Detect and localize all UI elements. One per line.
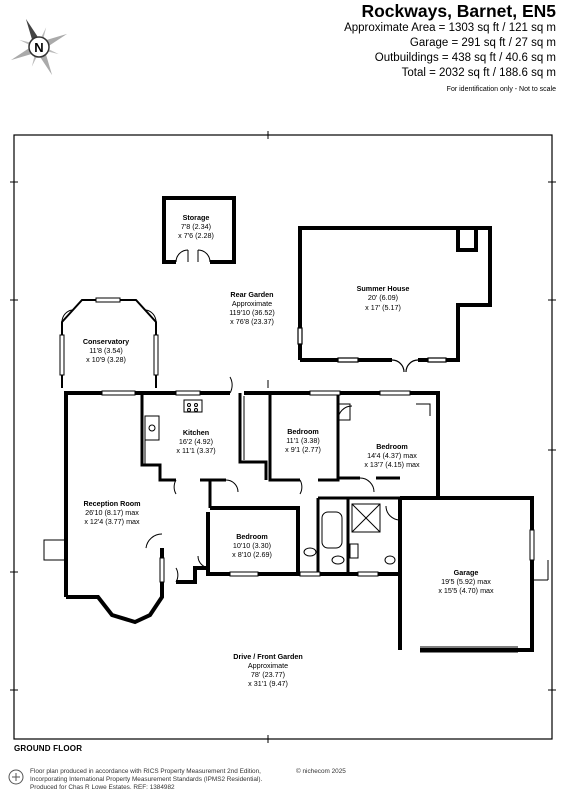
storage-building <box>162 196 236 264</box>
footer-line-1: Floor plan produced in accordance with R… <box>30 768 261 775</box>
svg-text:119'10 (36.52): 119'10 (36.52) <box>229 308 275 317</box>
svg-text:7'8 (2.34): 7'8 (2.34) <box>181 222 211 231</box>
svg-text:x 13'7 (4.15) max: x 13'7 (4.15) max <box>364 460 420 469</box>
rics-logo-icon <box>8 769 24 785</box>
footer-line-2: Incorporating International Property Mea… <box>30 776 263 783</box>
svg-text:11'1 (3.38): 11'1 (3.38) <box>286 436 320 445</box>
reception-room-label: Reception Room <box>83 499 140 508</box>
svg-text:x 15'5 (4.70) max: x 15'5 (4.70) max <box>438 586 494 595</box>
svg-text:11'8 (3.54): 11'8 (3.54) <box>89 346 123 355</box>
bedroom-1-label: Bedroom <box>287 427 319 436</box>
svg-text:14'4 (4.37) max: 14'4 (4.37) max <box>367 451 417 460</box>
interior-walls <box>140 393 400 574</box>
garage-label: Garage <box>454 568 479 577</box>
svg-text:Approximate: Approximate <box>248 661 288 670</box>
compass-letter: N <box>34 40 43 55</box>
conservatory-label: Conservatory <box>83 337 129 346</box>
property-title: Rockways, Barnet, EN5 <box>361 1 556 21</box>
plot-boundary <box>13 134 553 740</box>
svg-text:16'2 (4.92): 16'2 (4.92) <box>179 437 213 446</box>
area-approx: Approximate Area = 1303 sq ft / 121 sq m <box>344 22 556 34</box>
floor-label: GROUND FLOOR <box>14 744 83 753</box>
svg-text:x 76'8 (23.37): x 76'8 (23.37) <box>230 317 274 326</box>
svg-text:x 9'1 (2.77): x 9'1 (2.77) <box>285 445 321 454</box>
svg-text:26'10 (8.17) max: 26'10 (8.17) max <box>85 508 139 517</box>
summer-house-label: Summer House <box>357 284 410 293</box>
svg-text:x 8'10 (2.69): x 8'10 (2.69) <box>232 550 272 559</box>
area-outbuildings: Outbuildings = 438 sq ft / 40.6 sq m <box>374 52 556 64</box>
footer-copyright: © nichecom 2025 <box>296 768 346 775</box>
kitchen-label: Kitchen <box>183 428 209 437</box>
header-block: Rockways, Barnet, EN5 Approximate Area =… <box>344 0 556 95</box>
svg-text:10'10 (3.30): 10'10 (3.30) <box>233 541 271 550</box>
area-total: Total = 2032 sq ft / 188.6 sq m <box>401 67 556 79</box>
svg-text:x 11'1 (3.37): x 11'1 (3.37) <box>176 446 215 455</box>
footer-notes: Floor plan produced in accordance with R… <box>30 768 262 792</box>
compass-icon: N <box>10 18 68 76</box>
area-garage: Garage = 291 sq ft / 27 sq m <box>409 37 556 49</box>
bedroom-3-label: Bedroom <box>236 532 268 541</box>
svg-text:x 7'6 (2.28): x 7'6 (2.28) <box>178 231 214 240</box>
svg-text:x 17' (5.17): x 17' (5.17) <box>365 303 401 312</box>
svg-text:x 31'1 (9.47): x 31'1 (9.47) <box>248 679 288 688</box>
svg-text:78' (23.77): 78' (23.77) <box>251 670 285 679</box>
svg-text:x 10'9 (3.28): x 10'9 (3.28) <box>86 355 126 364</box>
svg-text:19'5 (5.92) max: 19'5 (5.92) max <box>441 577 491 586</box>
storage-label: Storage <box>183 213 210 222</box>
bedroom-2-label: Bedroom <box>376 442 408 451</box>
rear-garden-label: Rear Garden <box>230 290 273 299</box>
garage-building <box>398 496 534 652</box>
svg-text:x 12'4 (3.77) max: x 12'4 (3.77) max <box>84 517 140 526</box>
footer-line-3: Produced for Chas R Lowe Estates. REF: 1… <box>30 784 175 791</box>
svg-text:20' (6.09): 20' (6.09) <box>368 293 398 302</box>
house-outer-wall <box>64 391 440 625</box>
svg-text:Approximate: Approximate <box>232 299 272 308</box>
scale-note: For identification only - Not to scale <box>446 86 556 93</box>
drive-label: Drive / Front Garden <box>233 652 303 661</box>
